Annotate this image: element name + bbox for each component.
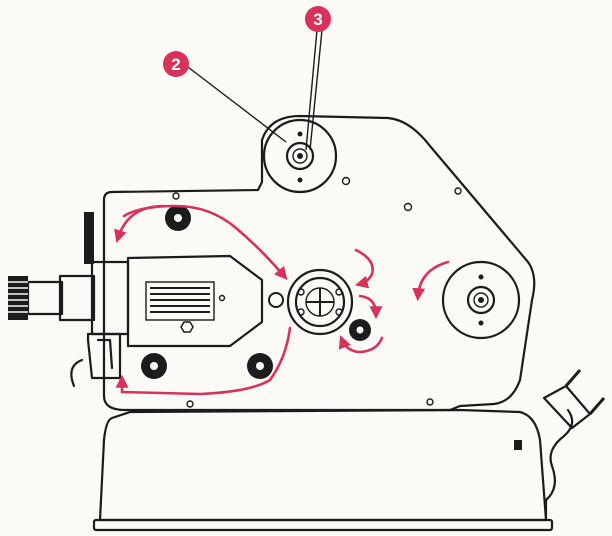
lens-assembly (8, 212, 130, 388)
projector-body (102, 114, 536, 412)
power-plug-icon (542, 369, 606, 520)
film-gate (126, 254, 264, 348)
callout-3-label: 3 (313, 10, 322, 29)
drive-wheel (286, 268, 354, 336)
callout-2-label: 2 (171, 55, 180, 74)
callout-3: 3 (305, 6, 331, 151)
sprockets (141, 205, 371, 379)
callout-2: 2 (163, 51, 287, 143)
film-threading-path-arrows (114, 204, 450, 396)
projector-base (92, 408, 554, 532)
